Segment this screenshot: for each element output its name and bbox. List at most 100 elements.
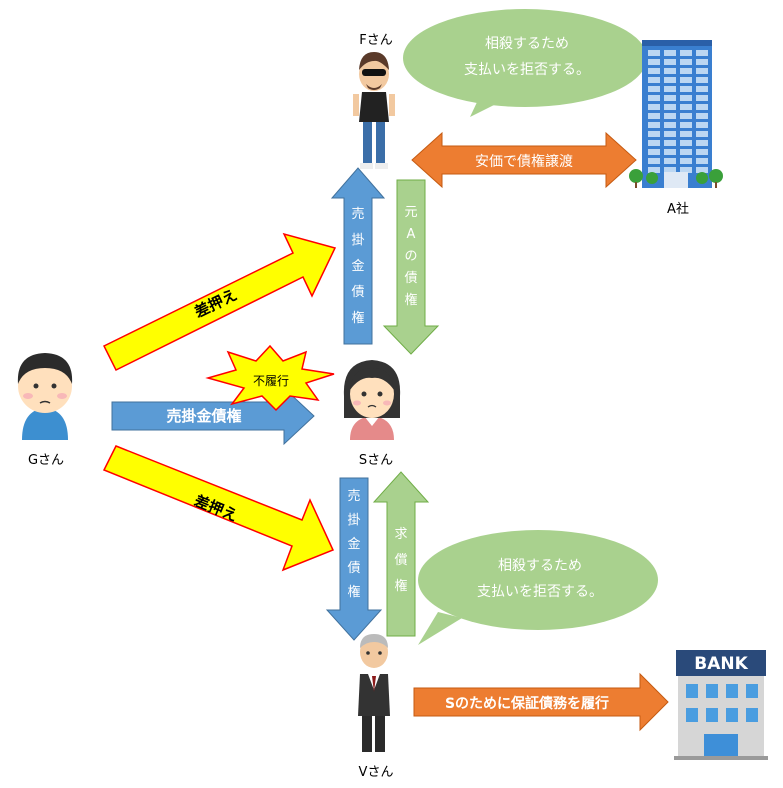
window [648, 95, 660, 101]
s-to-v-chars-char: 権 [347, 584, 360, 600]
window [696, 104, 708, 110]
window [680, 167, 692, 173]
person-g-label: Gさん [28, 453, 64, 468]
window [680, 86, 692, 92]
bank-windows [686, 684, 758, 722]
s-to-f-chars-char: 債 [351, 285, 364, 300]
v-bank-arrow: Sのために保証債務を履行 [413, 672, 669, 732]
s-to-v-label: 売掛金債権 [347, 488, 360, 600]
s-to-v-chars-char: 掛 [347, 513, 360, 528]
window [664, 59, 676, 65]
f-to-s-chars-char: 元 [404, 205, 417, 220]
nonperformance-burst: 不履行 [205, 344, 335, 412]
window [696, 140, 708, 146]
bank-window [726, 708, 738, 722]
bank-window [706, 708, 718, 722]
f-to-s-chars-char: 債 [404, 271, 417, 286]
person-v: Vさん [358, 634, 393, 780]
v-to-s-arrow: 求償権 [372, 471, 430, 637]
window [696, 50, 708, 56]
window [696, 122, 708, 128]
v-to-s-chars-char: 権 [394, 578, 407, 594]
s-to-v-chars-char: 売 [347, 488, 360, 504]
window [664, 131, 676, 137]
company-a-label: A社 [667, 201, 689, 217]
window [680, 122, 692, 128]
v-to-s-chars-char: 求 [394, 527, 407, 542]
person-s-label: Sさん [359, 453, 393, 468]
bank-building: BANK [674, 650, 768, 760]
window [648, 59, 660, 65]
window [696, 131, 708, 137]
window [648, 158, 660, 164]
window [680, 50, 692, 56]
window [664, 149, 676, 155]
window [680, 149, 692, 155]
window [696, 59, 708, 65]
bubble-top-line1: 相殺するため [485, 36, 569, 52]
f-a-transfer-label: 安価で債権譲渡 [475, 153, 573, 170]
window [696, 113, 708, 119]
window [648, 149, 660, 155]
s-to-f-chars-char: 売 [351, 206, 364, 222]
bubble-bottom: 相殺するため 支払いを拒否する。 [418, 530, 658, 645]
window [680, 77, 692, 83]
window [696, 86, 708, 92]
window [648, 167, 660, 173]
bank-window [746, 708, 758, 722]
window [664, 140, 676, 146]
person-v-label: Vさん [359, 765, 394, 780]
window [680, 95, 692, 101]
person-f: Fさん [353, 33, 395, 169]
window [680, 158, 692, 164]
s-to-f-chars-char: 権 [351, 310, 364, 326]
person-g: Gさん [17, 353, 73, 468]
window [664, 104, 676, 110]
garnish-bottom-arrow: 差押え [102, 445, 335, 572]
window [664, 122, 676, 128]
window [664, 86, 676, 92]
window [648, 86, 660, 92]
bubble-top: 相殺するため 支払いを拒否する。 [403, 9, 647, 117]
s-to-v-arrow: 売掛金債権 [325, 477, 383, 641]
person-f-label: Fさん [359, 33, 392, 48]
window [664, 158, 676, 164]
window [664, 113, 676, 119]
s-to-v-chars-char: 債 [347, 561, 360, 576]
g-to-s-label: 売掛金債権 [166, 407, 241, 425]
company-a-building: A社 [629, 40, 723, 217]
window [696, 77, 708, 83]
bubble-bottom-line2: 支払いを拒否する。 [477, 584, 603, 600]
bank-window [686, 708, 698, 722]
bubble-top-line2: 支払いを拒否する。 [464, 62, 590, 78]
window [648, 50, 660, 56]
g-to-s-arrow: 売掛金債権 [111, 386, 315, 446]
s-to-f-arrow: 売掛金債権 [330, 167, 386, 345]
window [664, 50, 676, 56]
window [696, 167, 708, 173]
bank-window [706, 684, 718, 698]
s-to-f-label: 売掛金債権 [351, 206, 364, 326]
window [664, 167, 676, 173]
person-s: Sさん [343, 360, 401, 468]
window [648, 68, 660, 74]
f-to-s-chars-char: の [404, 249, 417, 264]
window [680, 140, 692, 146]
bubble-bottom-line1: 相殺するため [498, 558, 582, 574]
f-a-transfer-arrow: 安価で債権譲渡 [411, 131, 637, 189]
window [696, 158, 708, 164]
bank-window [726, 684, 738, 698]
v-to-s-chars-char: 償 [394, 553, 407, 568]
bank-window [686, 684, 698, 698]
bank-window [746, 684, 758, 698]
window [696, 68, 708, 74]
s-to-f-chars-char: 金 [351, 258, 364, 274]
window [648, 122, 660, 128]
window [680, 131, 692, 137]
burst-label: 不履行 [253, 374, 289, 388]
window [648, 140, 660, 146]
f-to-s-chars-char: A [407, 227, 416, 242]
